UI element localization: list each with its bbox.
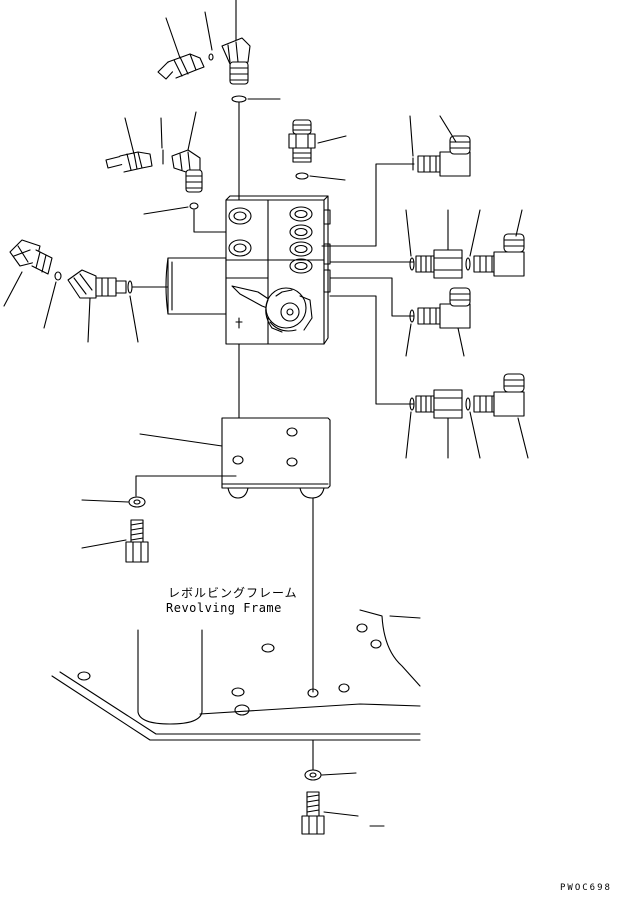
mid-elbow-fitting <box>171 149 203 193</box>
o-ring <box>409 257 415 271</box>
right-elbow-fitting-2 <box>473 233 525 277</box>
leader-line <box>323 811 359 817</box>
leader-line <box>515 209 523 237</box>
leader-line <box>187 111 197 151</box>
leader-line <box>439 115 457 143</box>
o-ring <box>409 397 415 411</box>
right-elbow-fitting-3 <box>417 287 471 329</box>
valve-block <box>165 195 331 345</box>
top-nipple-fitting <box>288 119 316 163</box>
routing-line <box>193 209 229 233</box>
leader-line <box>317 135 347 144</box>
right-elbow-fitting-1 <box>417 135 471 177</box>
bolt-lower <box>301 791 325 835</box>
leader-line <box>81 499 129 503</box>
washer <box>304 769 322 781</box>
revolving-frame <box>51 609 421 741</box>
washer-hole <box>309 772 317 778</box>
mid-straight-connector <box>105 151 153 173</box>
frame-label-japanese: レボルビングフレーム <box>168 586 298 600</box>
bolt-upper <box>125 519 149 563</box>
leader-line <box>124 117 135 155</box>
leader-line <box>405 411 412 459</box>
top-elbow-fitting <box>221 37 251 85</box>
left-elbow-fitting <box>67 269 127 299</box>
o-ring <box>409 309 415 323</box>
leader-line <box>409 115 414 157</box>
o-ring <box>127 280 133 294</box>
leader-line <box>517 417 529 459</box>
right-elbow-fitting-4 <box>473 373 525 417</box>
leader-line <box>87 297 91 343</box>
leader-line <box>165 17 181 59</box>
leader-line <box>469 209 481 257</box>
leader-line <box>405 209 412 257</box>
leader-line <box>405 323 412 357</box>
leader-line <box>139 433 223 447</box>
leader-line <box>43 281 57 329</box>
leader-line <box>129 295 139 343</box>
routing-line <box>321 163 415 247</box>
routing-line <box>329 295 415 405</box>
right-hex-connector-2 <box>415 249 463 279</box>
top-o-ring <box>208 53 214 61</box>
leader-line <box>143 206 189 215</box>
left-quick-coupler <box>9 239 53 275</box>
right-hex-connector-4 <box>415 389 463 419</box>
leader-line <box>204 11 213 51</box>
leader-line <box>160 117 163 149</box>
drawing-code: PWOC698 <box>560 883 612 893</box>
o-ring <box>54 271 62 281</box>
top-straight-connector <box>157 53 205 80</box>
routing-line <box>329 277 415 317</box>
routing-line <box>135 475 237 497</box>
mounting-plate <box>221 417 331 499</box>
o-ring <box>465 397 471 411</box>
leader-line <box>457 327 465 357</box>
o-ring <box>295 172 309 180</box>
o-ring <box>465 257 471 271</box>
frame-label-english: Revolving Frame <box>166 601 282 615</box>
leader-line <box>321 772 357 776</box>
o-ring <box>231 95 247 103</box>
washer-hole <box>133 499 141 505</box>
leader-line <box>469 411 481 459</box>
leader-line <box>3 271 23 307</box>
washer <box>128 496 146 508</box>
o-ring <box>189 202 199 210</box>
leader-line <box>81 539 127 549</box>
leader-line <box>309 175 346 181</box>
